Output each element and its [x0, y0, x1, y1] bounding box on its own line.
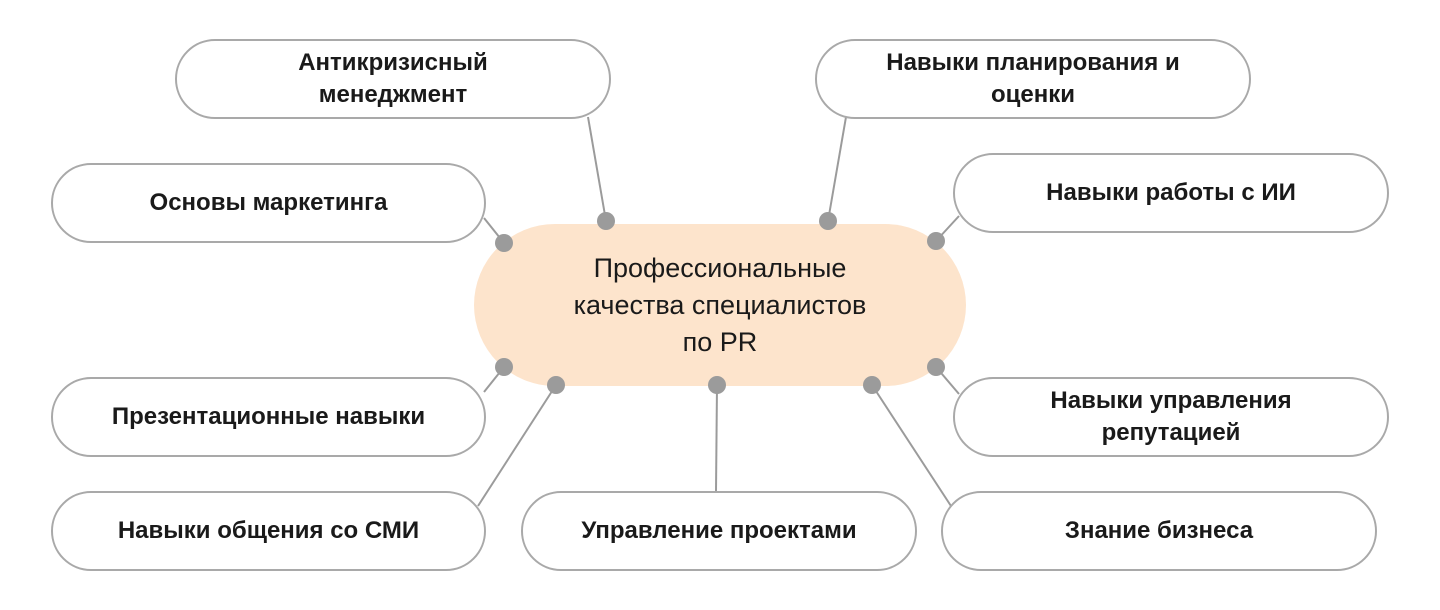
node-project-management-label: Управление проектами: [581, 517, 857, 544]
node-media-relations: Навыки общения со СМИ: [51, 491, 486, 571]
node-business-knowledge-label: Знание бизнеса: [1064, 517, 1254, 544]
node-ai-skills-label: Навыки работы с ИИ: [1046, 179, 1296, 206]
connector-ai: [935, 215, 960, 242]
node-reputation-management-label: Навыки управления репутацией: [1050, 387, 1292, 446]
connector-business: [871, 384, 952, 507]
node-marketing-basics-label: Основы маркетинга: [149, 189, 388, 216]
connector-media: [477, 384, 557, 507]
connector-reputation: [935, 366, 960, 395]
node-presentation-skills: Презентационные навыки: [51, 377, 486, 457]
node-crisis-management-label: Антикризисный менеджмент: [298, 49, 488, 108]
node-planning-skills: Навыки планирования и оценки: [815, 39, 1251, 119]
connector-marketing: [483, 217, 505, 244]
node-marketing-basics: Основы маркетинга: [51, 163, 486, 243]
node-ai-skills: Навыки работы с ИИ: [953, 153, 1389, 233]
node-crisis-management: Антикризисный менеджмент: [175, 39, 611, 119]
node-reputation-management: Навыки управления репутацией: [953, 377, 1389, 457]
central-topic: Профессиональные качества специалистов п…: [474, 224, 966, 386]
connector-projects: [715, 384, 718, 492]
node-business-knowledge: Знание бизнеса: [941, 491, 1377, 571]
node-project-management: Управление проектами: [521, 491, 917, 571]
connector-planning: [827, 116, 847, 222]
node-presentation-skills-label: Презентационные навыки: [111, 403, 426, 430]
node-media-relations-label: Навыки общения со СМИ: [117, 517, 420, 544]
node-planning-skills-label: Навыки планирования и оценки: [886, 49, 1180, 108]
central-topic-label: Профессиональные качества специалистов п…: [573, 252, 867, 357]
connector-presentation: [483, 366, 505, 393]
connector-crisis: [587, 116, 607, 222]
